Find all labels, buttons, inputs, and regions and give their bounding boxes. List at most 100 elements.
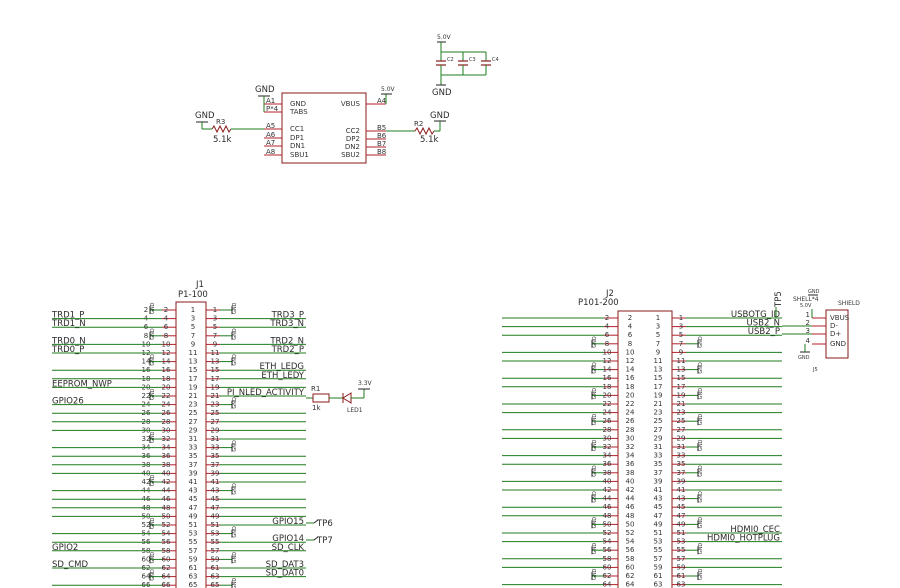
j2-left-gnd-icon-label: GND [592,568,598,580]
j1-left-pin-number: 42 [142,478,151,486]
j2-right-pin-number: 13 [677,366,686,374]
j1-right-pin-number: 1 [213,306,217,314]
j2-right-pin-inner: 43 [654,495,663,503]
j1-right-pin-number: 7 [213,332,217,340]
j5-pin-number: 3 [806,327,810,335]
j2-name: J2 [605,289,614,299]
j1-right-pin-number: 61 [211,564,220,572]
j1-right-net-label: ETH_LEDY [261,371,304,381]
j2-left-gnd-icon-label: GND [592,414,598,426]
j2-right-pin-number: 35 [677,460,686,468]
j2-left-pin-number: 22 [603,400,612,408]
j2-right-net-label: HDMI0_HOTPLUG [707,534,780,544]
j1-left-pin-inner: 38 [162,461,171,469]
j2-left-pin-inner: 8 [628,340,632,348]
j2-left-pin-number: 18 [603,383,612,391]
r1-value: 1k [312,404,321,412]
j2-right-pin-number: 39 [677,477,686,485]
j1-left-pin-number: 66 [142,581,151,588]
j2-right-gnd-icon-label: GND [698,568,704,580]
j2-right-pin-number: 9 [679,348,683,356]
j2-body [617,310,673,588]
r2-name: R2 [414,120,423,128]
j2-left-gnd-icon-label: GND [592,362,598,374]
j2-left-pin-number: 26 [603,417,612,425]
j2-right-pin-inner: 51 [654,529,663,537]
j5-pin-label: D+ [830,330,841,338]
j2-right-gnd-icon-label: GND [698,362,704,374]
j2-left-pin-number: 6 [605,331,610,339]
usbc-left-pin-number: A1 [266,97,275,105]
j2-left-pin-inner: 42 [626,486,635,494]
usbc-right-pin-label: CC2 [346,127,360,135]
j1-left-pin-inner: 26 [162,409,171,417]
j1-left-pin-inner: 52 [162,521,171,529]
j1-left-net-label: EEPROM_NWP [52,379,112,389]
j2-right-pin-inner: 5 [656,331,660,339]
j1-right-net-label: ETH_LEDG [260,362,304,372]
j1-left-pin-inner: 40 [162,469,171,477]
j1-right-pin-number: 37 [211,461,220,469]
j1-left-gnd-icon-label: GND [150,552,156,564]
j1-right-pin-number: 3 [213,315,217,323]
j2-left-gnd-icon-label: GND [592,491,598,503]
j1-left-pin-inner: 50 [162,512,171,520]
j1-right-pin-number: 55 [211,538,220,546]
j2-left-pin-inner: 28 [626,426,635,434]
j1-left-pin-inner: 60 [162,555,171,563]
j1-right-pin-number: 65 [211,581,220,588]
j1-right-pin-number: 51 [211,521,220,529]
usbc-left-pin-label: GND [290,100,306,108]
j2-left-pin-number: 8 [605,340,609,348]
j1-right-net-label: SD_CLK [272,543,305,553]
j2-value: P101-200 [578,298,619,308]
j2-right-gnd-icon-label: GND [698,336,704,348]
j1-body [175,301,207,588]
j2-left-pin-inner: 46 [626,503,635,511]
j1-right-pin-inner: 11 [189,349,198,357]
j1-right-pin-number: 27 [211,418,220,426]
j2-left-pin-inner: 54 [626,538,635,546]
j1-right-pin-number: 11 [211,349,220,357]
j1-right-pin-number: 63 [211,573,220,581]
j1-right-pin-number: 39 [211,469,220,477]
tp7-label: TP7 [316,536,333,546]
j1-left-pin-inner: 46 [162,495,171,503]
j2-left-pin-number: 32 [603,443,612,451]
j2-left-pin-inner: 60 [626,563,635,571]
j2-right-pin-inner: 37 [654,469,663,477]
j2-right-pin-number: 63 [677,581,686,588]
j1-right-gnd-icon-label: GND [232,483,238,495]
j1-right-net-label: SD_DAT0 [266,569,304,579]
caps-gnd-label: GND [432,88,452,98]
j2-right-pin-number: 59 [677,563,686,571]
j1-name: J1 [195,280,204,290]
usbc-right-pin-label: SBU2 [341,151,360,159]
j2-left-pin-inner: 20 [626,391,635,399]
led-supply: 3.3V [358,380,373,387]
j2-left-gnd-icon-label: GND [592,543,598,555]
usbc-left-pin-label: DP1 [290,134,304,142]
usbc-left-pin-number: A8 [266,148,275,156]
j1-left-net-label: TRD0_P [51,345,84,355]
j2-left-pin-number: 60 [603,563,612,571]
j1-left-pin-inner: 36 [162,452,171,460]
j1-right-pin-number: 15 [211,366,220,374]
j1-right-net-label: TRD3_N [269,319,304,329]
j2-right-pin-inner: 11 [654,357,663,365]
j2-right-pin-inner: 17 [654,383,663,391]
j2-right-gnd-icon-label: GND [698,388,704,400]
j2-left-pin-number: 12 [603,357,612,365]
j2-left-pin-number: 38 [603,469,612,477]
j2-right-pin-number: 31 [677,443,686,451]
usbc-left-pin-number: A6 [266,131,276,139]
j1-right-pin-number: 57 [211,547,220,555]
j2-right-pin-inner: 61 [654,572,663,580]
j1-right-pin-inner: 23 [189,401,198,409]
j2-left-pin-number: 30 [603,434,612,442]
r2-value: 5.1k [420,135,439,145]
j2-right-pin-inner: 31 [654,443,663,451]
r1-name: R1 [311,385,320,393]
